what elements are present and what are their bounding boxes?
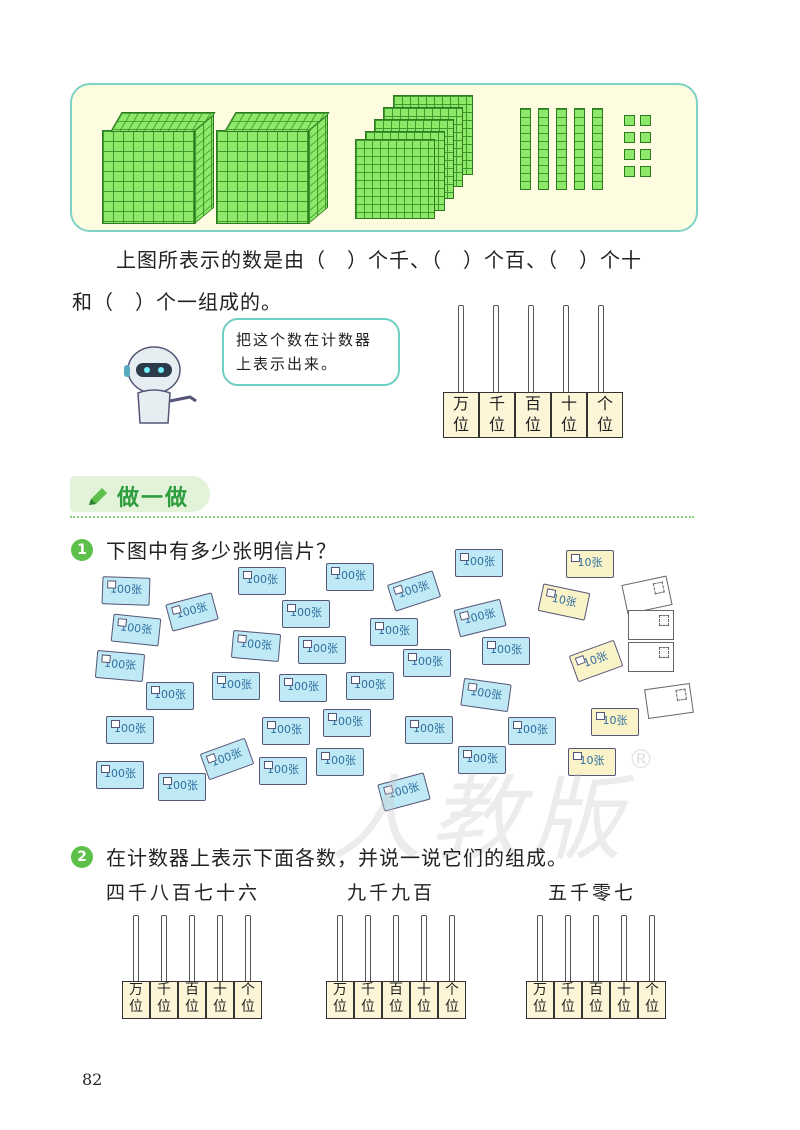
postcard-pack-100: 100张 xyxy=(323,709,371,737)
abacus-cell-shi: 十位 xyxy=(610,981,638,1019)
postcard-pack-100: 100张 xyxy=(259,757,307,785)
abacus-cell-ge: 个位 xyxy=(234,981,262,1019)
abacus-cell-qian: 千位 xyxy=(354,981,382,1019)
thousand-cube-2 xyxy=(216,112,330,225)
postcard-pack-100: 100张 xyxy=(370,618,418,646)
question-1-text: 下图中有多少张明信片？ xyxy=(106,539,337,563)
registered-mark-icon: ® xyxy=(628,745,654,775)
postcard-pack-10: 10张 xyxy=(568,748,616,776)
postcard-pack-100: 100张 xyxy=(96,761,144,789)
single-postcard xyxy=(628,642,674,672)
abacus-cell-qian: 千位 xyxy=(479,392,515,438)
abacus-cell-shi: 十位 xyxy=(551,392,587,438)
do-section-header xyxy=(70,476,210,512)
thousand-cube-1 xyxy=(102,112,216,225)
number-label-1: 四千八百七十六 xyxy=(106,882,261,904)
single-postcard xyxy=(628,610,674,640)
postcard-pack-100: 100张 xyxy=(279,674,327,702)
do-section-title: 做一做 xyxy=(117,486,190,511)
postcard-pack-10: 10张 xyxy=(591,708,639,736)
speech-bubble xyxy=(222,318,400,386)
postcard-pack-100: 100张 xyxy=(106,716,154,744)
abacus-cell-ge: 个位 xyxy=(438,981,466,1019)
abacus-cell-ge: 个位 xyxy=(587,392,623,438)
do-section-divider xyxy=(70,516,694,518)
abacus-cell-wan: 万位 xyxy=(526,981,554,1019)
abacus-cell-bai: 百位 xyxy=(382,981,410,1019)
abacus-cell-wan: 万位 xyxy=(122,981,150,1019)
abacus-cell-qian: 千位 xyxy=(554,981,582,1019)
postcard-pack-100: 100张 xyxy=(212,672,260,700)
hundred-flats xyxy=(355,95,485,220)
postcard-pack-100: 100张 xyxy=(405,716,453,744)
unit-cubes xyxy=(624,115,664,185)
page-number: 82 xyxy=(82,1070,103,1089)
postcard-pack-100: 100张 xyxy=(238,567,286,595)
single-postcard xyxy=(621,575,673,615)
abacus-1: 万位 千位 百位 十位 个位 xyxy=(122,915,262,1025)
postcard-pack-100: 100张 xyxy=(453,598,507,638)
ten-rods xyxy=(520,108,610,193)
postcard-pack-100: 100张 xyxy=(403,649,451,677)
postcard-pack-100: 100张 xyxy=(262,717,310,745)
abacus-cell-bai: 百位 xyxy=(178,981,206,1019)
postcard-pack-100: 100张 xyxy=(94,649,146,683)
postcard-pack-100: 100张 xyxy=(146,682,194,710)
postcard-pack-100: 100张 xyxy=(460,677,512,713)
abacus-cell-bai: 百位 xyxy=(515,392,551,438)
question-1-number: 1 xyxy=(71,539,93,561)
postcard-pack-100: 100张 xyxy=(508,717,556,745)
postcard-pack-100: 100张 xyxy=(482,637,530,665)
pencil-icon xyxy=(89,488,107,505)
publisher-watermark: 人教版 xyxy=(330,766,631,873)
intro-sentence-line2: 和（ ）个一组成的。 xyxy=(72,290,282,314)
postcard-pack-100: 100张 xyxy=(458,746,506,774)
speech-bubble-text: 把这个数在计数器上表示出来。 xyxy=(236,331,373,373)
postcard-pack-100: 100张 xyxy=(386,570,442,612)
postcard-pack-100: 100张 xyxy=(165,592,219,632)
abacus-cell-qian: 千位 xyxy=(150,981,178,1019)
abacus-cell-wan: 万位 xyxy=(326,981,354,1019)
robot-icon xyxy=(124,346,197,424)
postcard-pack-100: 100张 xyxy=(110,613,162,647)
question-2-text: 在计数器上表示下面各数，并说一说它们的组成。 xyxy=(106,846,568,870)
abacus-cell-wan: 万位 xyxy=(443,392,479,438)
postcard-pack-100: 100张 xyxy=(158,773,206,801)
number-label-3: 五千零七 xyxy=(548,882,637,904)
postcard-pack-10: 10张 xyxy=(568,639,624,683)
abacus-cell-ge: 个位 xyxy=(638,981,666,1019)
abacus-2: 万位 千位 百位 十位 个位 xyxy=(326,915,466,1025)
number-label-2: 九千九百 xyxy=(347,882,436,904)
abacus-cell-shi: 十位 xyxy=(410,981,438,1019)
postcard-pack-100: 100张 xyxy=(316,748,364,776)
postcard-pack-10: 10张 xyxy=(566,550,614,578)
intro-sentence-line1: 上图所表示的数是由（ ）个千、（ ）个百、（ ）个十 xyxy=(116,248,642,272)
abacus-main: 万位 千位 百位 十位 个位 xyxy=(443,305,623,440)
postcard-pack-100: 100张 xyxy=(455,549,503,577)
question-2-number: 2 xyxy=(71,846,93,868)
postcard-pack-100: 100张 xyxy=(101,576,151,606)
postcard-pack-100: 100张 xyxy=(199,737,255,781)
abacus-cell-bai: 百位 xyxy=(582,981,610,1019)
single-postcard xyxy=(644,682,694,720)
postcard-pack-100: 100张 xyxy=(346,672,394,700)
abacus-3: 万位 千位 百位 十位 个位 xyxy=(526,915,666,1025)
postcard-pack-100: 100张 xyxy=(298,636,346,664)
abacus-cell-shi: 十位 xyxy=(206,981,234,1019)
postcard-pack-100: 100张 xyxy=(326,563,374,591)
postcard-pack-100: 100张 xyxy=(282,600,330,628)
postcard-pack-100: 100张 xyxy=(230,629,282,663)
postcard-pack-10: 10张 xyxy=(537,583,591,621)
